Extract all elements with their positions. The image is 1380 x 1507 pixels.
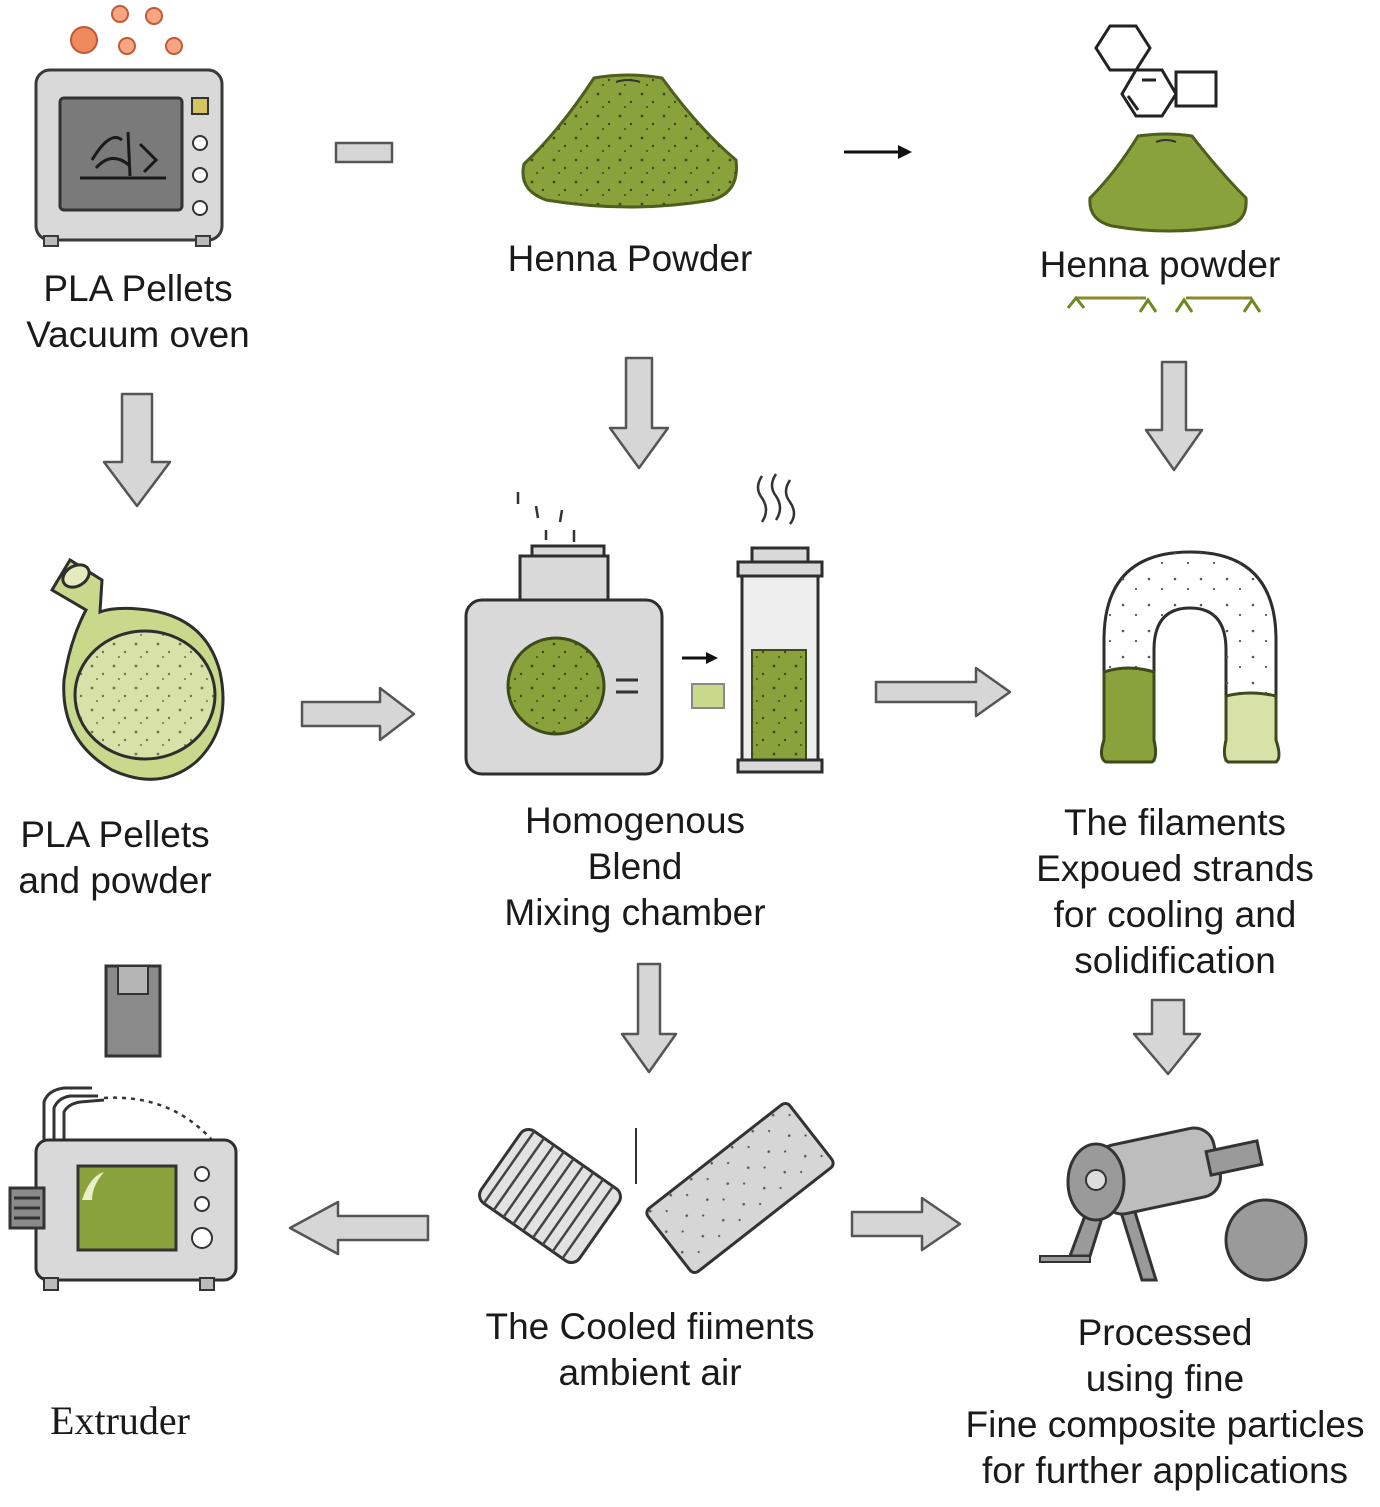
arrow-down-5 xyxy=(1132,998,1202,1076)
fiber-marks-icon xyxy=(1066,295,1262,313)
flask-label: PLA Pellets and powder xyxy=(0,812,230,904)
chemical-structure-icon xyxy=(1094,24,1218,118)
u-tube-filament-icon xyxy=(1099,550,1281,764)
filaments-label-line-1: The filaments xyxy=(1063,802,1287,843)
filaments-label-line-2: Expoued strands xyxy=(1036,848,1314,889)
straight-filament-icon xyxy=(644,1101,836,1275)
henna-right-label: Henna powder xyxy=(1000,242,1320,288)
henna-right-label-line-1: Henna powder xyxy=(1039,244,1281,285)
extruder-icon xyxy=(8,964,238,1291)
processed-label-line-2: using fine xyxy=(1085,1358,1245,1399)
mixing-chamber-icon xyxy=(464,492,664,776)
grinder-icon xyxy=(1039,1126,1264,1282)
arrow-left-1 xyxy=(288,1200,430,1256)
cooled-label-line-1: The Cooled fiiments xyxy=(485,1306,815,1347)
filaments-label-line-3: for cooling and xyxy=(1053,894,1297,935)
henna-pile-small-icon xyxy=(1088,132,1248,233)
minus-sign xyxy=(334,141,394,164)
mixer-label-line-1: Homogenous xyxy=(524,800,746,841)
arrow-right-2 xyxy=(874,666,1012,718)
small-right-arrow-icon xyxy=(682,652,725,709)
arrow-down-1 xyxy=(102,392,172,508)
column-icon xyxy=(736,473,824,774)
arrow-down-2 xyxy=(608,356,670,470)
henna-top-label: Henna Powder xyxy=(470,236,790,282)
cooled-label: The Cooled fiiments ambient air xyxy=(460,1304,840,1396)
henna-top-label-line-1: Henna Powder xyxy=(507,238,753,279)
cooled-label-line-2: ambient air xyxy=(558,1352,742,1393)
oven-label-line-1: PLA Pellets xyxy=(43,268,233,309)
vacuum-oven-icon xyxy=(34,5,224,247)
oven-label-line-2: Vacuum oven xyxy=(26,314,250,355)
filaments-label: The filaments Expoued strands for coolin… xyxy=(1010,800,1340,984)
flask-icon xyxy=(49,557,225,781)
particle-icon xyxy=(1224,1198,1308,1282)
processed-label: Processed using fine Fine composite part… xyxy=(950,1310,1380,1494)
mixer-label: Homogenous Blend Mixing chamber xyxy=(470,798,800,936)
processed-label-line-4: for further applications xyxy=(981,1450,1349,1491)
extruder-label: Extruder xyxy=(50,1398,190,1443)
flask-label-line-2: and powder xyxy=(18,860,212,901)
mixer-label-line-3: Mixing chamber xyxy=(504,892,766,933)
processed-label-line-3: Fine composite particles xyxy=(965,1404,1365,1445)
arrow-right-1 xyxy=(300,686,416,742)
flask-label-line-1: PLA Pellets xyxy=(20,814,210,855)
arrow-down-3 xyxy=(1144,360,1204,472)
arrow-down-4 xyxy=(620,962,678,1074)
processed-label-line-1: Processed xyxy=(1077,1312,1253,1353)
mixer-label-line-2: Blend xyxy=(587,846,683,887)
coiled-filament-icon xyxy=(478,1127,622,1265)
henna-pile-icon xyxy=(521,73,738,209)
oven-label: PLA Pellets Vacuum oven xyxy=(0,266,276,358)
filaments-label-line-4: solidification xyxy=(1074,940,1276,981)
arrow-right-3 xyxy=(850,1196,962,1252)
